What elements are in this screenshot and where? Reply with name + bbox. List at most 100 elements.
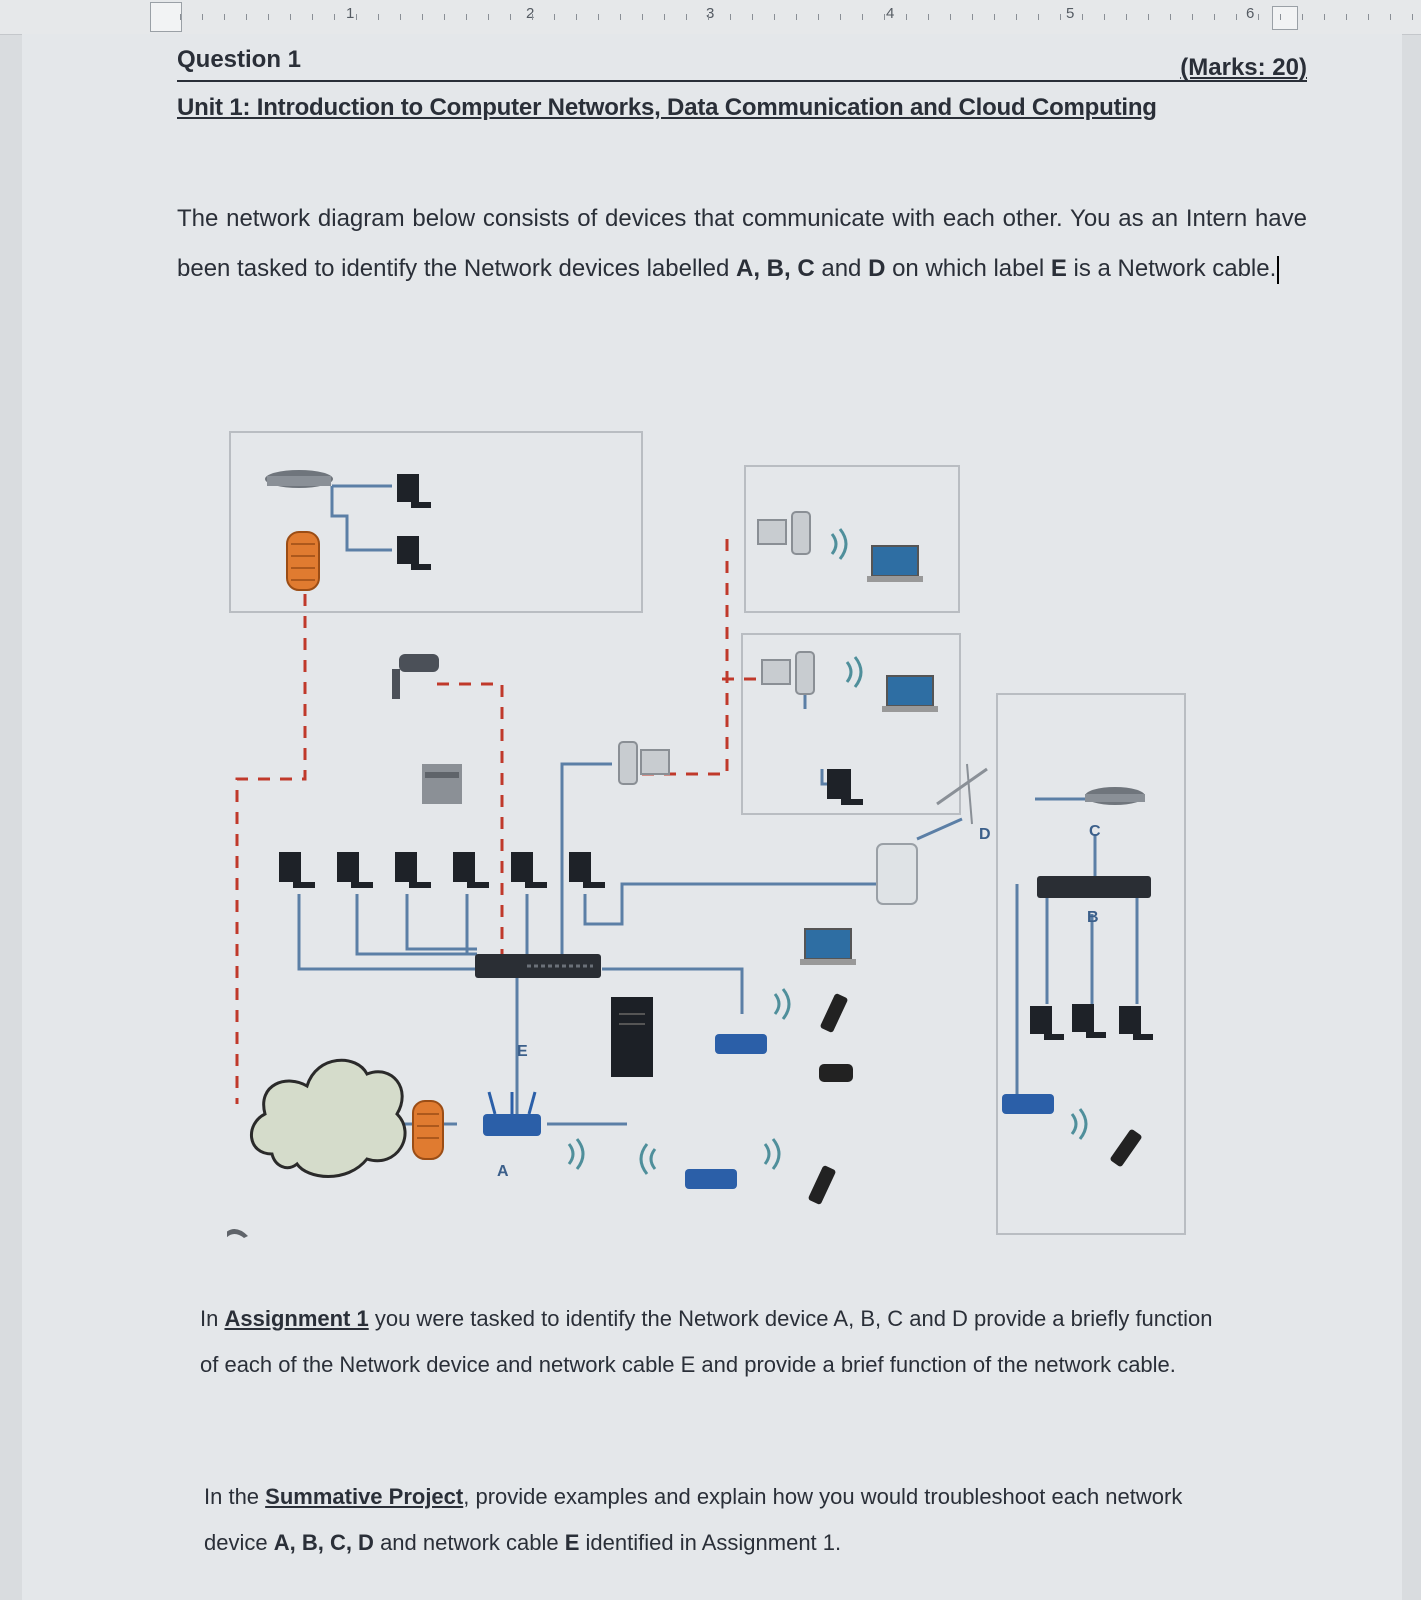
ruler-tick xyxy=(708,14,709,20)
assignment-text: you were tasked to identify the Network … xyxy=(200,1306,1213,1377)
ruler-tick xyxy=(1082,14,1083,20)
ruler-tick xyxy=(1412,14,1413,20)
summative-text: , provide examples and explain how you w… xyxy=(204,1484,1183,1555)
ruler-tick xyxy=(686,14,687,20)
cable-lines xyxy=(297,484,1139,1126)
pc-icon xyxy=(397,474,431,570)
ruler-tick xyxy=(1126,14,1127,20)
printer-icon xyxy=(422,764,462,804)
ruler-tick xyxy=(224,14,225,20)
ruler-tick xyxy=(1258,14,1259,20)
ruler-tick xyxy=(1346,14,1347,20)
intro-text: The network diagram below consists of de… xyxy=(177,205,1307,282)
ruler-number: 2 xyxy=(526,5,535,22)
zone-box xyxy=(744,465,960,613)
ruler-number: 5 xyxy=(1066,5,1075,22)
ruler-tick xyxy=(1060,14,1061,20)
ruler-tick xyxy=(576,14,577,20)
summative-text: identified in Assignment 1. xyxy=(579,1530,842,1555)
ruler-tick xyxy=(422,14,423,20)
document-page[interactable]: Question 1 (Marks: 20) Unit 1: Introduct… xyxy=(22,34,1402,1600)
ruler-tick xyxy=(444,14,445,20)
ruler-tick xyxy=(598,14,599,20)
unit-heading: Unit 1: Introduction to Computer Network… xyxy=(177,94,1157,121)
ruler-tick xyxy=(840,14,841,20)
ruler-tick xyxy=(972,14,973,20)
device-d-icon xyxy=(876,763,988,905)
question-header: Question 1 (Marks: 20) xyxy=(177,40,1307,82)
ruler-tick xyxy=(994,14,995,20)
ruler[interactable]: 1 2 3 4 5 6 xyxy=(0,0,1421,35)
ruler-tick xyxy=(1280,14,1281,20)
pc-icon xyxy=(827,769,863,805)
ruler-tick xyxy=(1368,14,1369,20)
summative-text: and network cable xyxy=(373,1530,565,1555)
ruler-tick xyxy=(400,14,401,20)
ruler-tick xyxy=(906,14,907,20)
intro-paragraph[interactable]: The network diagram below consists of de… xyxy=(177,194,1307,294)
label-a: A xyxy=(497,1163,509,1180)
ruler-tick xyxy=(664,14,665,20)
ruler-tick xyxy=(950,14,951,20)
ruler-tick xyxy=(1390,14,1391,20)
assignment-text: In xyxy=(200,1306,225,1331)
ruler-tick xyxy=(884,14,885,20)
wireless-router-icon xyxy=(685,1034,1054,1189)
red-link-lines xyxy=(235,539,772,1104)
ruler-tick xyxy=(730,14,731,20)
assignment-link[interactable]: Assignment 1 xyxy=(224,1306,369,1331)
summative-link[interactable]: Summative Project xyxy=(265,1484,464,1509)
zone-box xyxy=(741,633,961,815)
ruler-tick xyxy=(334,14,335,20)
firewall-icon xyxy=(412,1100,444,1160)
question-title: Question 1 xyxy=(177,46,302,73)
summative-paragraph[interactable]: In the Summative Project, provide exampl… xyxy=(204,1474,1234,1566)
label-b: B xyxy=(1087,909,1099,926)
intro-label-d: D xyxy=(868,255,886,282)
summative-labels: A, B, C, D xyxy=(273,1530,374,1555)
label-d: D xyxy=(979,826,991,843)
ruler-tick xyxy=(1236,14,1237,20)
ruler-tick xyxy=(202,14,203,20)
assignment-paragraph[interactable]: In Assignment 1 you were tasked to ident… xyxy=(200,1296,1230,1388)
router-icon xyxy=(265,470,333,488)
tab-stop-right[interactable] xyxy=(1272,6,1298,30)
pc-row xyxy=(279,852,605,888)
pc-row-right xyxy=(1030,1004,1153,1040)
laptop-icons xyxy=(800,545,938,965)
tab-stop-left[interactable] xyxy=(150,2,182,32)
ruler-tick xyxy=(620,14,621,20)
ruler-tick xyxy=(554,14,555,20)
ruler-tick xyxy=(532,14,533,20)
cloud-icon xyxy=(249,1058,407,1178)
zone-box xyxy=(996,693,1186,1235)
wireless-signal-icons xyxy=(567,528,1088,1175)
intro-and: and xyxy=(814,255,869,282)
ruler-tick xyxy=(862,14,863,20)
ruler-number: 3 xyxy=(706,5,715,22)
switch-icon xyxy=(475,954,601,978)
question-marks: (Marks: 20) xyxy=(1180,54,1307,81)
summative-text: In the xyxy=(204,1484,266,1509)
zone-box xyxy=(229,431,643,613)
network-diagram: A B C D E xyxy=(227,431,1186,1238)
ruler-number: 4 xyxy=(886,5,895,22)
ruler-tick xyxy=(1324,14,1325,20)
ruler-tick xyxy=(268,14,269,20)
server-icon xyxy=(611,997,653,1077)
ruler-tick xyxy=(774,14,775,20)
security-camera-icon xyxy=(392,654,439,699)
ruler-tick xyxy=(1038,14,1039,20)
router-c-icon xyxy=(1085,787,1145,805)
ruler-tick xyxy=(1214,14,1215,20)
ruler-tick xyxy=(1016,14,1017,20)
ruler-tick xyxy=(796,14,797,20)
switch-b-icon xyxy=(1037,876,1151,898)
wall-outlet-icons xyxy=(618,511,815,785)
label-c: C xyxy=(1089,823,1101,840)
ruler-tick xyxy=(1148,14,1149,20)
ruler-number: 1 xyxy=(346,5,355,22)
ruler-tick xyxy=(1170,14,1171,20)
spanner-icon xyxy=(227,1229,248,1238)
ruler-tick xyxy=(818,14,819,20)
